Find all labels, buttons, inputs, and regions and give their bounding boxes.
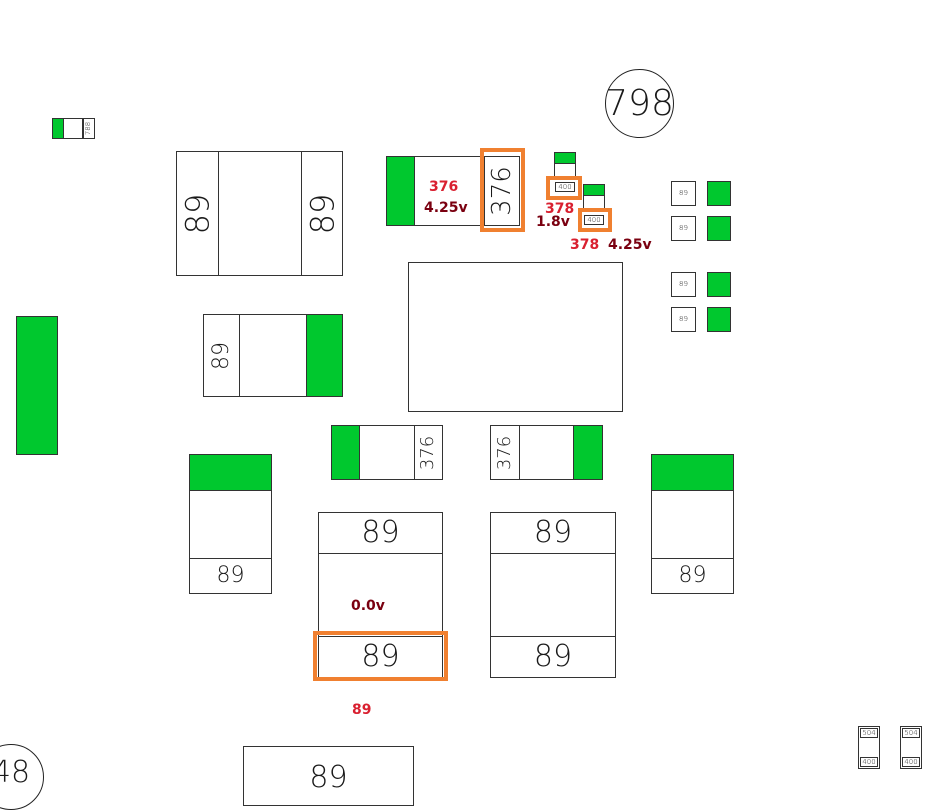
component-89-mid-label: 89 bbox=[203, 314, 240, 397]
label-89-b: 89 bbox=[303, 193, 342, 234]
label-89-small-2: 89 bbox=[679, 224, 688, 232]
annotation-1-8v: 1.8v bbox=[536, 214, 570, 230]
pad-376-lower-right[interactable] bbox=[573, 425, 603, 480]
pad-89-small-3[interactable] bbox=[707, 272, 731, 297]
component-504-a-label: 504 bbox=[860, 728, 878, 738]
component-89-right-vertical-label: 89 bbox=[651, 558, 734, 594]
label-89-small-3: 89 bbox=[679, 280, 688, 288]
pad-89-mid[interactable] bbox=[306, 314, 343, 397]
label-400-c: 400 bbox=[862, 757, 876, 766]
component-376-top-label-box: 376 bbox=[484, 156, 520, 226]
component-89-small-2[interactable]: 89 bbox=[671, 216, 696, 241]
component-376-lower-right-body[interactable] bbox=[519, 425, 574, 480]
component-400-c-label: 400 bbox=[860, 757, 878, 767]
annotation-376: 376 bbox=[429, 179, 459, 195]
component-89-large-left-label: 89 bbox=[176, 151, 219, 276]
label-89-small-4: 89 bbox=[679, 315, 688, 323]
component-89-right-vertical-body[interactable] bbox=[651, 490, 734, 559]
highlight-400-b bbox=[578, 208, 612, 232]
pad-89-right-vertical[interactable] bbox=[651, 454, 734, 491]
annotation-378-a: 378 bbox=[545, 201, 575, 217]
component-376-lower-left-body[interactable] bbox=[359, 425, 415, 480]
label-788: 788 bbox=[84, 121, 93, 136]
component-89-large-right-label: 89 bbox=[301, 151, 343, 276]
label-89-center-left-bottom: 89 bbox=[361, 639, 400, 674]
component-798-circle[interactable]: 798 bbox=[605, 69, 674, 138]
component-89-small-1[interactable]: 89 bbox=[671, 181, 696, 206]
component-89-left-vertical-label: 89 bbox=[189, 558, 272, 594]
annotation-4-25v-left: 4.25v bbox=[424, 200, 468, 216]
component-89-small-4[interactable]: 89 bbox=[671, 307, 696, 332]
component-89-center-left-top[interactable]: 89 bbox=[318, 512, 443, 554]
component-400-b-label: 400 bbox=[584, 215, 604, 225]
component-400-a-label: 400 bbox=[555, 182, 575, 192]
annotation-4-25v-right: 4.25v bbox=[608, 237, 652, 253]
label-89-center-right-top: 89 bbox=[533, 515, 573, 550]
annotation-0-0v: 0.0v bbox=[351, 598, 385, 614]
pad-left-long[interactable] bbox=[16, 316, 58, 455]
label-89-bottom-partial: 89 bbox=[309, 760, 348, 795]
component-376-top-body[interactable] bbox=[414, 156, 484, 226]
component-89-mid-body[interactable] bbox=[239, 314, 307, 397]
component-788-body[interactable] bbox=[63, 118, 83, 139]
highlight-376-top bbox=[480, 148, 525, 232]
pad-89-left-vertical[interactable] bbox=[189, 454, 272, 491]
label-48: 48 bbox=[0, 754, 31, 790]
component-89-center-right-top[interactable]: 89 bbox=[490, 512, 616, 554]
highlight-89-center-left bbox=[313, 631, 448, 681]
label-89-small-1: 89 bbox=[679, 189, 688, 197]
label-89-left-vertical: 89 bbox=[216, 563, 245, 588]
component-89-center-right-body[interactable] bbox=[490, 553, 616, 637]
component-400-d-label: 400 bbox=[902, 757, 920, 767]
label-400-d: 400 bbox=[904, 757, 918, 766]
component-504-b-label: 504 bbox=[902, 728, 920, 738]
component-788-label-box: 788 bbox=[83, 118, 95, 139]
label-89-center-right-bottom: 89 bbox=[533, 639, 573, 674]
component-89-bottom-partial[interactable]: 89 bbox=[243, 746, 414, 806]
component-376-lower-right-label: 376 bbox=[490, 425, 520, 480]
central-ic[interactable] bbox=[408, 262, 623, 412]
label-376-lower-right: 376 bbox=[494, 435, 516, 470]
label-89-mid: 89 bbox=[208, 341, 234, 370]
component-89-large-top[interactable] bbox=[176, 151, 343, 276]
label-504-a: 504 bbox=[862, 728, 876, 737]
label-89-center-left-top: 89 bbox=[361, 515, 400, 550]
component-376-lower-left-label: 376 bbox=[414, 425, 443, 480]
annotation-378-b: 378 bbox=[570, 237, 600, 253]
label-89-right-vertical: 89 bbox=[678, 563, 707, 588]
label-89-a: 89 bbox=[178, 193, 216, 234]
label-504-b: 504 bbox=[904, 728, 918, 737]
highlight-400-a bbox=[546, 176, 582, 200]
component-48-circle[interactable]: 48 bbox=[0, 744, 44, 810]
pad-89-small-1[interactable] bbox=[707, 181, 731, 206]
label-798: 798 bbox=[605, 83, 674, 124]
pad-89-small-4[interactable] bbox=[707, 307, 731, 332]
pad-376-top[interactable] bbox=[386, 156, 415, 226]
label-376-lower-left: 376 bbox=[417, 435, 439, 470]
component-89-center-right-bottom[interactable]: 89 bbox=[490, 636, 616, 678]
component-89-center-left-body[interactable] bbox=[318, 553, 443, 637]
label-400-b: 400 bbox=[587, 215, 601, 224]
pad-376-lower-left[interactable] bbox=[331, 425, 360, 480]
component-89-small-3[interactable]: 89 bbox=[671, 272, 696, 297]
label-400-a: 400 bbox=[558, 182, 572, 191]
pad-89-small-2[interactable] bbox=[707, 216, 731, 241]
annotation-89: 89 bbox=[352, 702, 372, 718]
component-89-left-vertical-body[interactable] bbox=[189, 490, 272, 559]
component-89-center-left-bottom[interactable]: 89 bbox=[318, 636, 443, 678]
